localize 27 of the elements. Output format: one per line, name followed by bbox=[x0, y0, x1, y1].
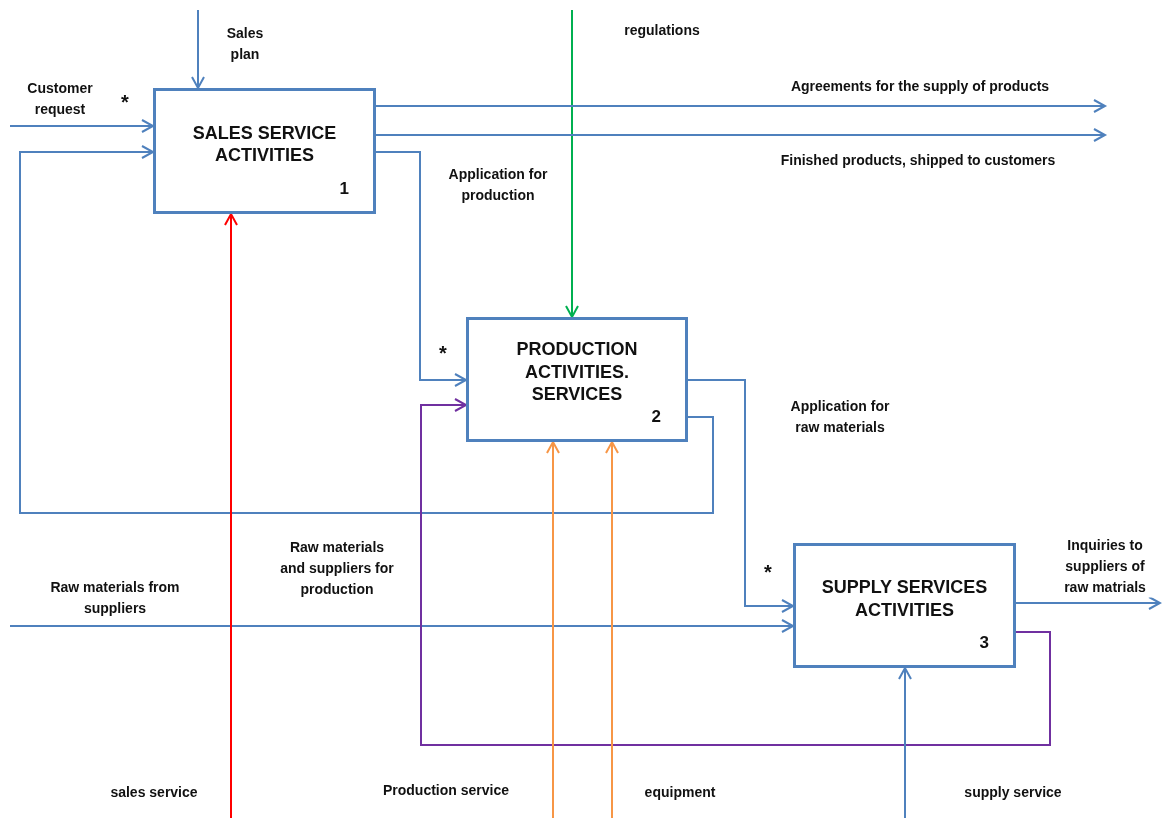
process-box bbox=[793, 543, 1016, 668]
arrow bbox=[605, 441, 619, 819]
process-number: 1 bbox=[339, 179, 349, 199]
arrow bbox=[687, 379, 794, 613]
arrow bbox=[546, 441, 560, 819]
asterisk-mark: * bbox=[121, 90, 129, 114]
arrow bbox=[375, 151, 467, 387]
process-title: PRODUCTION ACTIVITIES. SERVICES bbox=[515, 338, 639, 407]
process-number: 2 bbox=[651, 407, 661, 427]
process-box bbox=[466, 317, 688, 442]
arrow bbox=[9, 119, 154, 133]
process-title: SUPPLY SERVICES ACTIVITIES bbox=[820, 575, 989, 621]
process-number: 3 bbox=[979, 633, 989, 653]
asterisk-mark: * bbox=[764, 560, 772, 584]
arrow bbox=[1015, 596, 1161, 610]
arrow bbox=[224, 213, 238, 819]
arrow bbox=[9, 619, 794, 633]
arrow bbox=[19, 145, 714, 514]
process-box bbox=[153, 88, 376, 214]
arrow bbox=[565, 9, 579, 318]
arrow bbox=[898, 667, 912, 819]
arrow bbox=[191, 9, 205, 89]
asterisk-mark: * bbox=[439, 341, 447, 365]
arrow bbox=[420, 398, 1051, 746]
arrow bbox=[375, 128, 1106, 142]
process-title: SALES SERVICE ACTIVITIES bbox=[191, 121, 338, 167]
arrow bbox=[375, 99, 1106, 113]
